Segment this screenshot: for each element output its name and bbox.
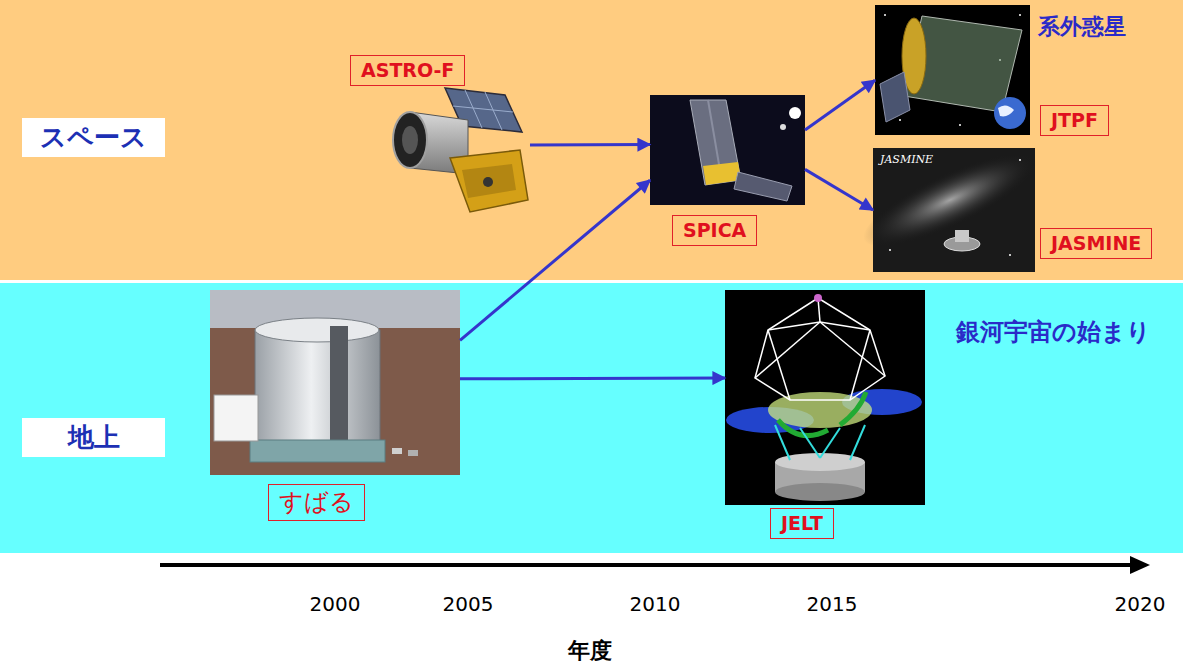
jtpf-illustration-part [998,105,1014,116]
astro-f-illustration [393,88,528,212]
telescope-node: SPICA [650,95,805,250]
jelt-illustration-part [725,290,925,505]
flow-arrow [460,180,650,340]
region-label: 地上 [68,422,120,452]
telescope-name: JASMINE [1051,232,1141,254]
astro-f-illustration-part [402,126,418,154]
ground-band-fill [0,283,1183,553]
spica-illustration-part [789,107,801,119]
axis-title: 年度 [568,638,612,664]
subaru-illustration-part [392,448,402,454]
timeline-arrow-part [160,563,1134,567]
jtpf-illustration-part [875,5,1030,135]
telescope-name: ASTRO-F [361,59,454,81]
ground-band-fill-part [0,283,1183,553]
space-band-fill-part [0,0,1183,280]
subaru-illustration-part [214,395,258,441]
spica-illustration-part [650,95,805,205]
jtpf-illustration-part [959,124,961,126]
telescope-node: ASTRO-F [350,55,530,215]
jtpf-illustration-part [880,72,910,122]
flow-arrow [805,80,875,130]
region-label: スペース [40,122,147,152]
year-tick-label: 2010 [630,592,681,616]
jelt-illustration-part-part [820,428,840,458]
name-label-box: JASMINE [1040,228,1152,259]
jasmine-illustration-part [1009,254,1011,256]
telescope-name: JELT [781,512,823,534]
subaru-illustration-part [330,326,348,440]
name-label-box: JTPF [1040,105,1109,136]
jtpf-illustration-part [884,14,886,16]
name-label-box: JELT [770,508,834,539]
name-label-box: ASTRO-F [350,55,465,86]
telescope-node: すばる [210,290,460,522]
picture-caption: JASMINE [880,153,933,166]
name-label-box: SPICA [672,215,757,246]
telescope-name: すばる [279,488,354,516]
spica-illustration-part [780,124,786,130]
telescope-node: JELT [725,290,925,546]
jasmine-illustration-part [955,230,969,242]
astro-f-illustration-part [453,106,513,112]
year-tick-label: 2005 [443,592,494,616]
jelt-illustration-part [814,294,822,302]
group-caption: 銀河宇宙の始まり [956,318,1151,347]
astro-f-illustration-part [450,150,528,212]
subaru-illustration-part [408,450,418,456]
timeline-arrow [160,556,1150,574]
jelt-illustration-part-part [755,322,820,378]
telescope-name: JTPF [1051,109,1098,131]
year-tick-label: 2020 [1115,592,1166,616]
jasmine-illustration-part [889,249,891,251]
jelt-illustration-part-part [850,425,865,460]
astro-f-illustration-part [393,112,427,168]
jelt-illustration-part [840,392,866,425]
spica-illustration-part [690,100,741,185]
flow-arrow [805,169,873,210]
jtpf-illustration-part [1019,14,1021,16]
telescope-node: JASMINE [873,148,1173,272]
region-label-box: スペース [22,118,165,157]
region-label-box: 地上 [22,418,165,457]
jelt-illustration-part [775,425,865,460]
jelt-illustration-part-part [820,322,885,376]
space-band-fill [0,0,1183,280]
subaru-illustration-part [255,330,380,442]
jasmine-illustration [853,136,1047,272]
timeline-arrow-part [1130,556,1150,574]
subaru-illustration-part [255,318,379,342]
jasmine-illustration-part [1019,159,1021,161]
jelt-illustration-part [755,298,885,400]
flow-arrow [460,377,725,381]
jelt-illustration [725,290,925,505]
spica-illustration-part [734,172,792,201]
jelt-illustration-part-part [755,298,885,400]
subaru-illustration [210,290,460,475]
astro-f-illustration-part [483,177,493,187]
group-caption: 系外惑星 [1038,14,1126,40]
jtpf-illustration [875,5,1030,135]
telescope-name: SPICA [683,219,746,241]
jtpf-illustration-part [994,97,1026,129]
jasmine-illustration-part [853,136,1047,263]
flow-arrow [530,143,650,146]
subaru-illustration-part [210,290,460,475]
jtpf-illustration-part [899,119,901,121]
region-band: スペース ASTRO-F SPICA JTPF JASMINE [0,0,1183,280]
spica-illustration [650,95,805,205]
subaru-illustration-part [250,440,385,462]
jelt-illustration-part [775,483,865,501]
name-label-box: すばる [268,484,365,521]
astro-f-illustration-part [462,164,516,198]
year-tick-label: 2015 [807,592,858,616]
jelt-illustration-part-part [775,425,790,460]
jelt-illustration-part-part [768,330,790,400]
year-tick-label: 2000 [310,592,361,616]
jelt-illustration-part-part [800,428,820,458]
jelt-illustration-part-part [850,330,870,400]
